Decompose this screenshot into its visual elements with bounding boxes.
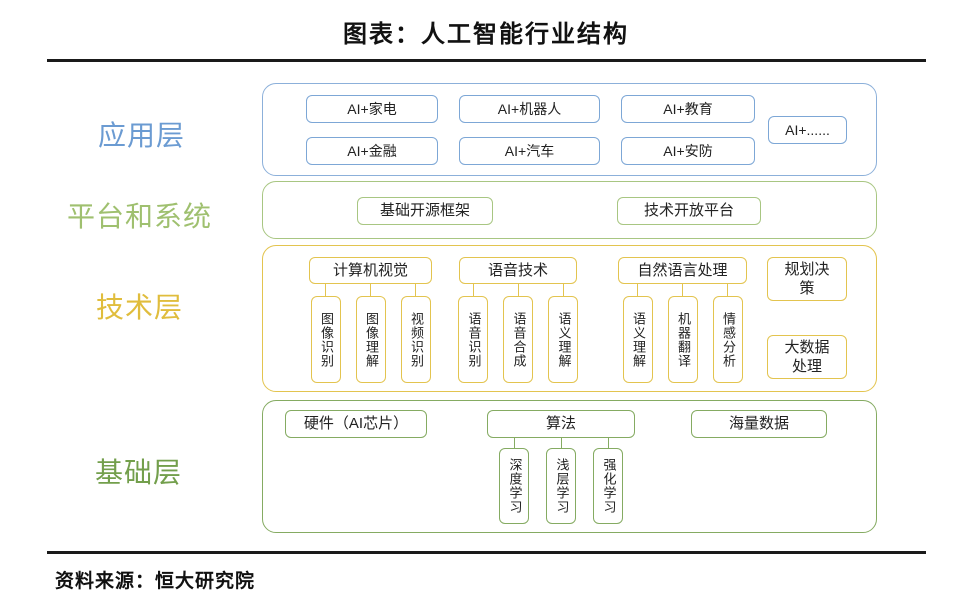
source-note: 资料来源：恒大研究院 <box>55 571 256 592</box>
top-rule <box>47 59 926 62</box>
tech-child-column: 语音识别 <box>458 284 488 383</box>
tech-child-column: 情感分析 <box>712 284 743 383</box>
foundation-child-box: 强化学习 <box>593 448 623 524</box>
foundation-child-column: 浅层学习 <box>546 438 576 524</box>
foundation-layer-label: 基础层 <box>95 457 183 488</box>
technology-layer-label: 技术层 <box>96 292 184 323</box>
tech-group-children: 图像识别 图像理解 视频识别 <box>309 284 432 383</box>
tech-planning-box: 规划决策 <box>767 257 847 301</box>
tech-child-column: 语音合成 <box>503 284 533 383</box>
connector-line <box>325 284 326 296</box>
tech-child-box: 语义理解 <box>622 296 653 383</box>
application-layer-label: 应用层 <box>98 120 186 151</box>
foundation-algorithm-children: 深度学习 浅层学习 强化学习 <box>491 438 631 524</box>
tech-child-column: 语义理解 <box>548 284 578 383</box>
tech-group-computer-vision: 计算机视觉 图像识别 图像理解 视频识别 <box>309 257 432 383</box>
application-box: AI+机器人 <box>459 95 600 123</box>
application-box: AI+汽车 <box>459 137 600 165</box>
connector-line <box>513 438 515 448</box>
connector-line <box>727 284 728 296</box>
tech-group-title: 语音技术 <box>459 257 577 284</box>
application-box: AI+金融 <box>306 137 438 165</box>
tech-bigdata-box: 大数据处理 <box>767 335 847 379</box>
application-box: AI+安防 <box>621 137 755 165</box>
connector-line <box>607 438 609 448</box>
platform-layer-container: 基础开源框架 技术开放平台 <box>262 181 877 239</box>
foundation-hardware-box: 硬件（AI芯片） <box>285 410 427 438</box>
tech-child-box: 语义理解 <box>548 296 578 383</box>
tech-child-column: 图像识别 <box>310 284 341 383</box>
platform-layer-label: 平台和系统 <box>67 201 213 232</box>
tech-child-column: 语义理解 <box>622 284 653 383</box>
foundation-child-column: 深度学习 <box>499 438 529 524</box>
application-boxes-grid: AI+家电 AI+机器人 AI+教育 AI+金融 AI+汽车 AI+安防 <box>306 95 755 165</box>
application-box: AI+教育 <box>621 95 755 123</box>
foundation-child-column: 强化学习 <box>593 438 623 524</box>
tech-group-children: 语音识别 语音合成 语义理解 <box>458 284 578 383</box>
tech-child-box: 视频识别 <box>400 296 431 383</box>
tech-group-children: 语义理解 机器翻译 情感分析 <box>618 284 747 383</box>
tech-group-title: 自然语言处理 <box>618 257 747 284</box>
tech-child-box: 机器翻译 <box>667 296 698 383</box>
connector-line <box>370 284 371 296</box>
tech-child-box: 语音识别 <box>458 296 488 383</box>
application-more-box: AI+...... <box>768 116 847 144</box>
connector-line <box>562 284 564 296</box>
tech-child-column: 图像理解 <box>355 284 386 383</box>
tech-child-column: 视频识别 <box>400 284 431 383</box>
connector-line <box>682 284 683 296</box>
connector-line <box>637 284 638 296</box>
application-box: AI+家电 <box>306 95 438 123</box>
foundation-algorithm-box: 算法 <box>487 410 635 438</box>
tech-child-column: 机器翻译 <box>667 284 698 383</box>
foundation-child-box: 深度学习 <box>499 448 529 524</box>
tech-child-box: 语音合成 <box>503 296 533 383</box>
foundation-data-box: 海量数据 <box>691 410 827 438</box>
application-layer-container: AI+家电 AI+机器人 AI+教育 AI+金融 AI+汽车 AI+安防 AI+… <box>262 83 877 176</box>
connector-line <box>415 284 416 296</box>
foundation-child-box: 浅层学习 <box>546 448 576 524</box>
tech-group-speech: 语音技术 语音识别 语音合成 语义理解 <box>458 257 578 383</box>
tech-child-box: 图像理解 <box>355 296 386 383</box>
bottom-rule <box>47 551 926 554</box>
diagram-title: 图表：人工智能行业结构 <box>343 21 629 48</box>
foundation-layer-container: 硬件（AI芯片） 算法 海量数据 深度学习 浅层学习 强化学习 <box>262 400 877 533</box>
connector-line <box>560 438 562 448</box>
connector-line <box>517 284 519 296</box>
tech-group-nlp: 自然语言处理 语义理解 机器翻译 情感分析 <box>618 257 747 383</box>
tech-child-box: 图像识别 <box>310 296 341 383</box>
tech-child-box: 情感分析 <box>712 296 743 383</box>
tech-group-title: 计算机视觉 <box>309 257 432 284</box>
platform-open-platform-box: 技术开放平台 <box>617 197 761 225</box>
connector-line <box>472 284 474 296</box>
technology-layer-container: 计算机视觉 图像识别 图像理解 视频识别 语音技术 <box>262 245 877 392</box>
platform-framework-box: 基础开源框架 <box>357 197 493 225</box>
